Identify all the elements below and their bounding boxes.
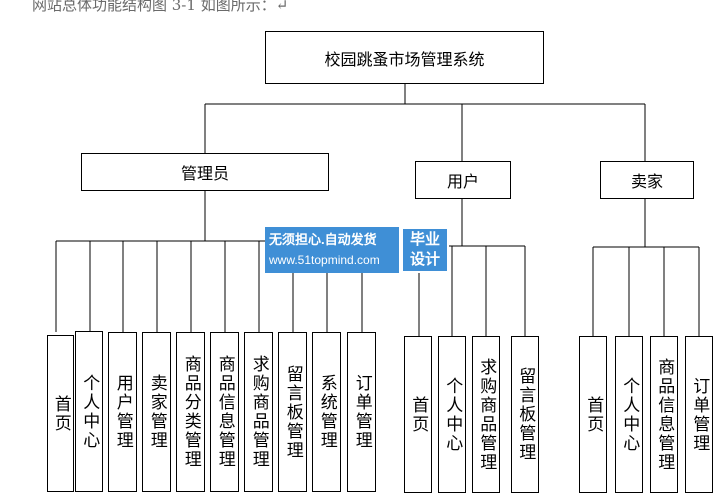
seller-leaf-order-mgmt: 订单管理 bbox=[685, 336, 713, 493]
group-label-user: 用户 bbox=[446, 172, 479, 191]
admin-leaf-profile: 个人中心 bbox=[75, 331, 103, 492]
watermark-badge-line1: 毕业 bbox=[409, 231, 440, 248]
seller-leaf-goods-mgmt: 商品信息管理 bbox=[650, 336, 678, 493]
group-node-user: 用户 bbox=[415, 161, 511, 199]
admin-leaf-home: 首页 bbox=[47, 335, 74, 492]
user-leaf-wanted-mgmt: 求购商品管理 bbox=[472, 336, 500, 493]
admin-leaf-goods-mgmt: 商品信息管理 bbox=[210, 332, 239, 492]
user-leaf-message-mgmt: 留言板管理 bbox=[511, 336, 539, 493]
intro-caption: 网站总体功能结构图 3-1 如图所示：↵ bbox=[32, 0, 289, 14]
group-node-admin: 管理员 bbox=[81, 153, 329, 191]
user-leaf-profile: 个人中心 bbox=[438, 336, 466, 493]
seller-leaf-home: 首页 bbox=[579, 336, 607, 493]
admin-leaf-seller-mgmt: 卖家管理 bbox=[142, 332, 171, 492]
seller-leaf-profile: 个人中心 bbox=[615, 336, 643, 493]
watermark-slogan: 无须担心.自动发货 bbox=[269, 232, 377, 247]
root-node: 校园跳蚤市场管理系统 bbox=[265, 31, 544, 84]
user-leaf-home: 首页 bbox=[404, 336, 432, 493]
watermark-url: www.51topmind.com bbox=[269, 253, 380, 267]
admin-leaf-message-mgmt: 留言板管理 bbox=[278, 332, 307, 492]
watermark-badge-line2: 设计 bbox=[409, 251, 440, 268]
root-label: 校园跳蚤市场管理系统 bbox=[324, 49, 485, 69]
admin-leaf-order-mgmt: 订单管理 bbox=[347, 332, 376, 492]
group-label-seller: 卖家 bbox=[630, 172, 663, 191]
admin-leaf-category-mgmt: 商品分类管理 bbox=[176, 332, 205, 492]
admin-leaf-system-mgmt: 系统管理 bbox=[312, 332, 341, 492]
watermark-badge: 毕业 设计 bbox=[401, 227, 449, 273]
admin-leaf-wanted-mgmt: 求购商品管理 bbox=[244, 332, 273, 492]
watermark-banner: 无须担心.自动发货 www.51topmind.com 毕业 设计 bbox=[265, 227, 449, 273]
group-label-admin: 管理员 bbox=[180, 164, 229, 183]
admin-leaf-user-mgmt: 用户管理 bbox=[108, 332, 137, 492]
watermark-slogan-block: 无须担心.自动发货 www.51topmind.com bbox=[265, 227, 399, 273]
group-node-seller: 卖家 bbox=[600, 161, 694, 199]
